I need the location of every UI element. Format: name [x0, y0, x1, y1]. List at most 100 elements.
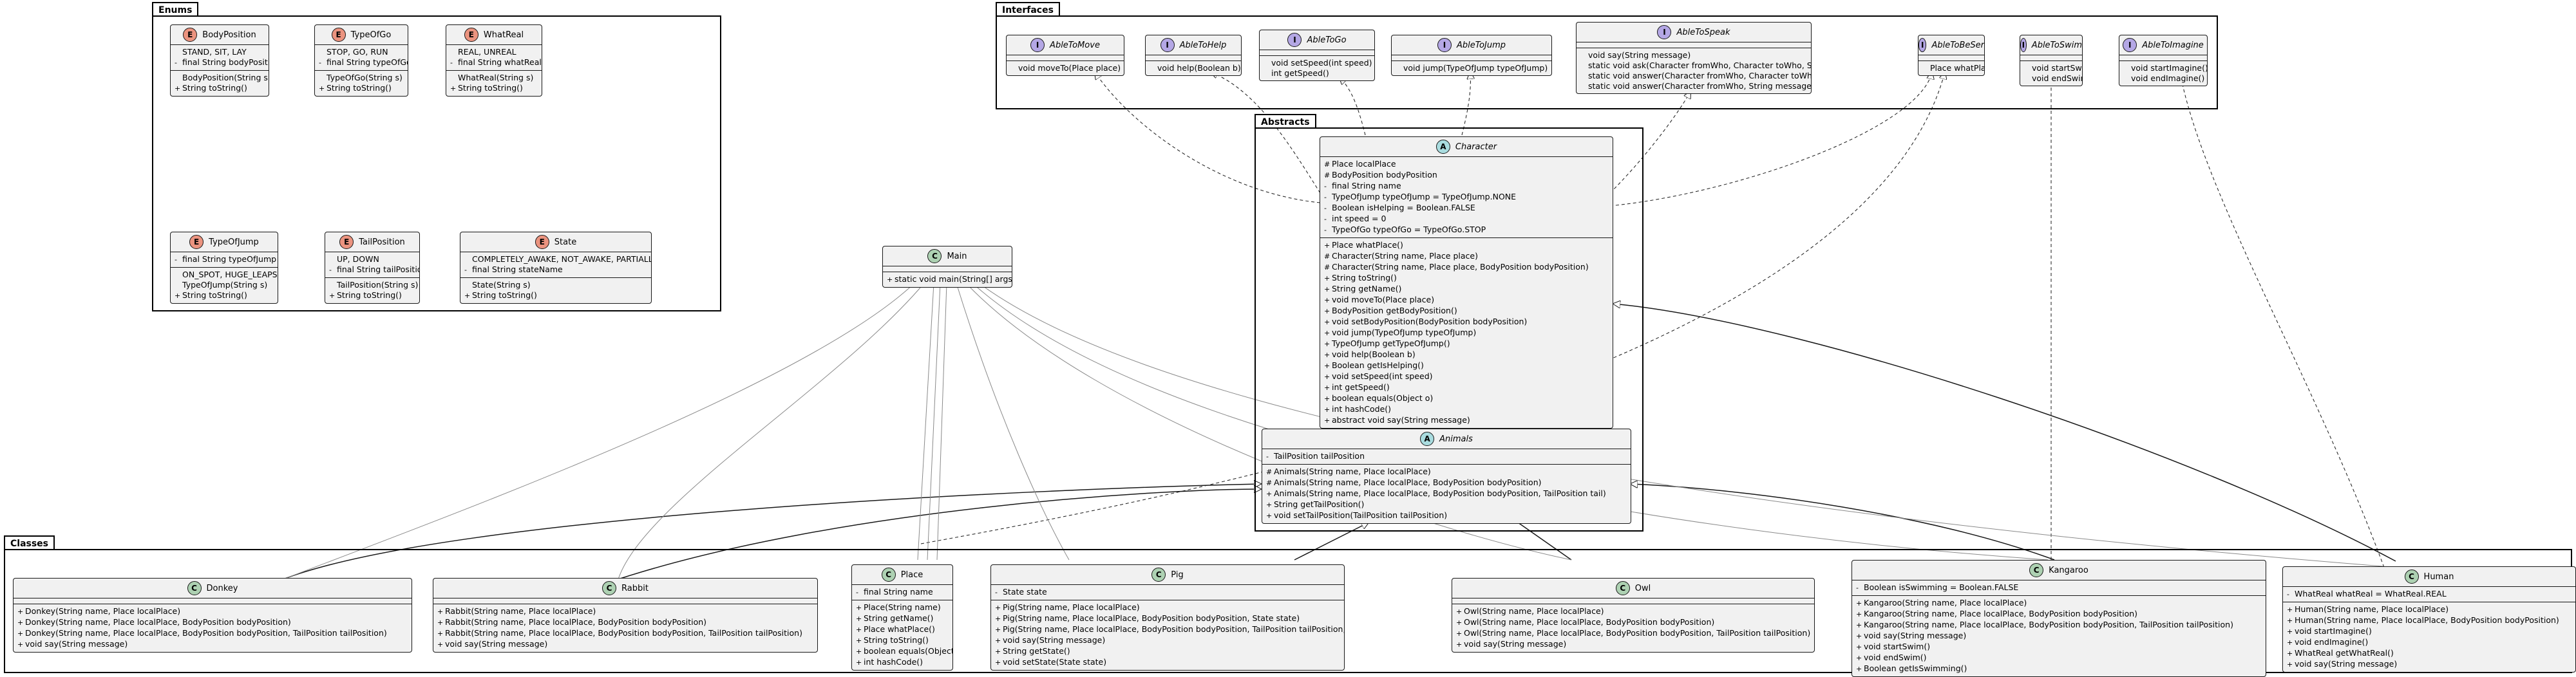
visibility-marker: -	[2287, 590, 2289, 598]
method: +String getName()	[1324, 284, 1609, 295]
member-text: Owl(String name, Place localPlace)	[1464, 606, 1604, 616]
class-fields-section	[14, 598, 412, 604]
field: -final String typeOfJump	[175, 254, 276, 265]
member-text: void jump(TypeOfJump typeOfJump)	[1332, 328, 1477, 337]
association-line	[927, 283, 941, 561]
class-name: TypeOfJump	[209, 237, 259, 247]
field: -State state	[995, 587, 1340, 598]
class-methods-section: void setSpeed(int speed)int getSpeed()	[1260, 55, 1374, 80]
class-fields-section: STAND, SIT, LAY-final String bodyPositio…	[171, 44, 269, 70]
method: +abstract void say(String message)	[1324, 415, 1609, 426]
stereotype-badge: E	[464, 28, 478, 42]
visibility-marker: +	[1324, 318, 1331, 326]
member-text: Kangaroo(String name, Place localPlace)	[1864, 598, 2027, 607]
visibility-marker: +	[1324, 405, 1331, 414]
field: -TailPosition tailPosition	[1266, 451, 1627, 462]
field: STAND, SIT, LAY	[175, 47, 265, 57]
visibility-marker: +	[1324, 241, 1331, 250]
method: +void setSpeed(int speed)	[1324, 371, 1609, 382]
method: void endSwim()	[2024, 73, 2082, 84]
method: TypeOfJump(String s)	[175, 280, 274, 290]
visibility-marker: -	[329, 266, 332, 274]
member-text: boolean equals(Object o)	[864, 646, 953, 656]
visibility-marker: -	[1324, 204, 1327, 212]
method: State(String s)	[464, 280, 647, 290]
member-text: Rabbit(String name, Place localPlace)	[445, 606, 596, 616]
member-text: Place whatPlace()	[1930, 63, 1984, 73]
visibility-marker: +	[856, 626, 862, 634]
method: +Pig(String name, Place localPlace)	[995, 602, 1340, 613]
method: static void ask(Character fromWho, Chara…	[1580, 60, 1811, 71]
member-text: void endSwim()	[1864, 653, 1927, 662]
member-text: COMPLETELY_AWAKE, NOT_AWAKE, PARTIALLY_A…	[472, 254, 652, 264]
class-methods-section: void moveTo(Place place)	[1007, 60, 1124, 75]
class-methods-section: void startSwim()void endSwim()	[2020, 60, 2082, 86]
member-text: void setSpeed(int speed)	[1271, 58, 1372, 68]
package-abstracts	[1255, 127, 1643, 532]
method: +void say(String message)	[1456, 639, 1810, 650]
class-methods-section: void startImagine()void endImagine()	[2119, 60, 2207, 86]
visibility-marker: #	[1324, 252, 1331, 261]
class-fields-section: -TailPosition tailPosition	[1262, 449, 1631, 464]
method: Place whatPlace()	[1922, 63, 1984, 73]
member-text: WhatReal(String s)	[458, 73, 534, 82]
class-name: AbleToMove	[1050, 40, 1100, 50]
class-methods-section: ON_SPOT, HUGE_LEAPS, NONE(TypeOfJump(Str…	[171, 267, 278, 303]
member-text: void say(String message)	[1588, 50, 1691, 60]
class-name: Animals	[1439, 434, 1473, 444]
method: void endImagine()	[2123, 73, 2204, 84]
class-name: AbleToSwim	[2031, 40, 2082, 50]
class-fields-section: UP, DOWN-final String tailPosition	[325, 252, 419, 277]
member-text: final String stateName	[472, 264, 563, 274]
member-text: TypeOfJump(String s)	[182, 280, 268, 290]
realization-line	[1609, 72, 1932, 207]
method: TypeOfGo(String s)	[319, 73, 404, 83]
visibility-marker: +	[1324, 351, 1331, 359]
class-methods-section: +Place whatPlace()#Character(String name…	[1320, 237, 1613, 428]
field: -int speed = 0	[1324, 214, 1609, 225]
member-text: Animals(String name, Place localPlace, B…	[1274, 488, 1606, 498]
member-text: Donkey(String name, Place localPlace, Bo…	[25, 628, 387, 638]
method: +Pig(String name, Place localPlace, Body…	[995, 613, 1340, 624]
class-fields-section	[2020, 55, 2082, 60]
package-interfaces	[996, 15, 2218, 109]
visibility-marker: +	[2287, 649, 2293, 658]
class-fields-section	[1146, 55, 1241, 60]
method: +static void main(String[] args)	[887, 274, 1012, 285]
member-text: Place(String name)	[864, 602, 941, 612]
member-text: static void answer(Character fromWho, Ch…	[1588, 71, 1811, 80]
visibility-marker: -	[995, 588, 998, 597]
method: +void say(String message)	[2287, 659, 2571, 670]
visibility-marker: +	[1266, 490, 1273, 498]
member-text: Rabbit(String name, Place localPlace, Bo…	[445, 628, 802, 638]
field: #Place localPlace	[1324, 159, 1609, 170]
visibility-marker: +	[437, 640, 444, 649]
stereotype-badge: A	[1435, 140, 1450, 154]
member-text: void startSwim()	[2032, 63, 2082, 73]
member-text: Kangaroo(String name, Place localPlace, …	[1864, 609, 2138, 618]
method: +Animals(String name, Place localPlace, …	[1266, 488, 1627, 499]
class-fields-section	[1918, 55, 1984, 60]
method: void say(String message)	[1580, 50, 1807, 60]
class-fields-section: STOP, GO, RUN-final String typeOfGo	[315, 44, 408, 70]
member-text: final String name	[1332, 181, 1401, 190]
class-fields-section: -WhatReal whatReal = WhatReal.REAL	[2283, 586, 2575, 602]
visibility-marker: +	[1856, 610, 1862, 618]
visibility-marker: +	[437, 607, 444, 616]
method: +Owl(String name, Place localPlace)	[1456, 606, 1810, 617]
